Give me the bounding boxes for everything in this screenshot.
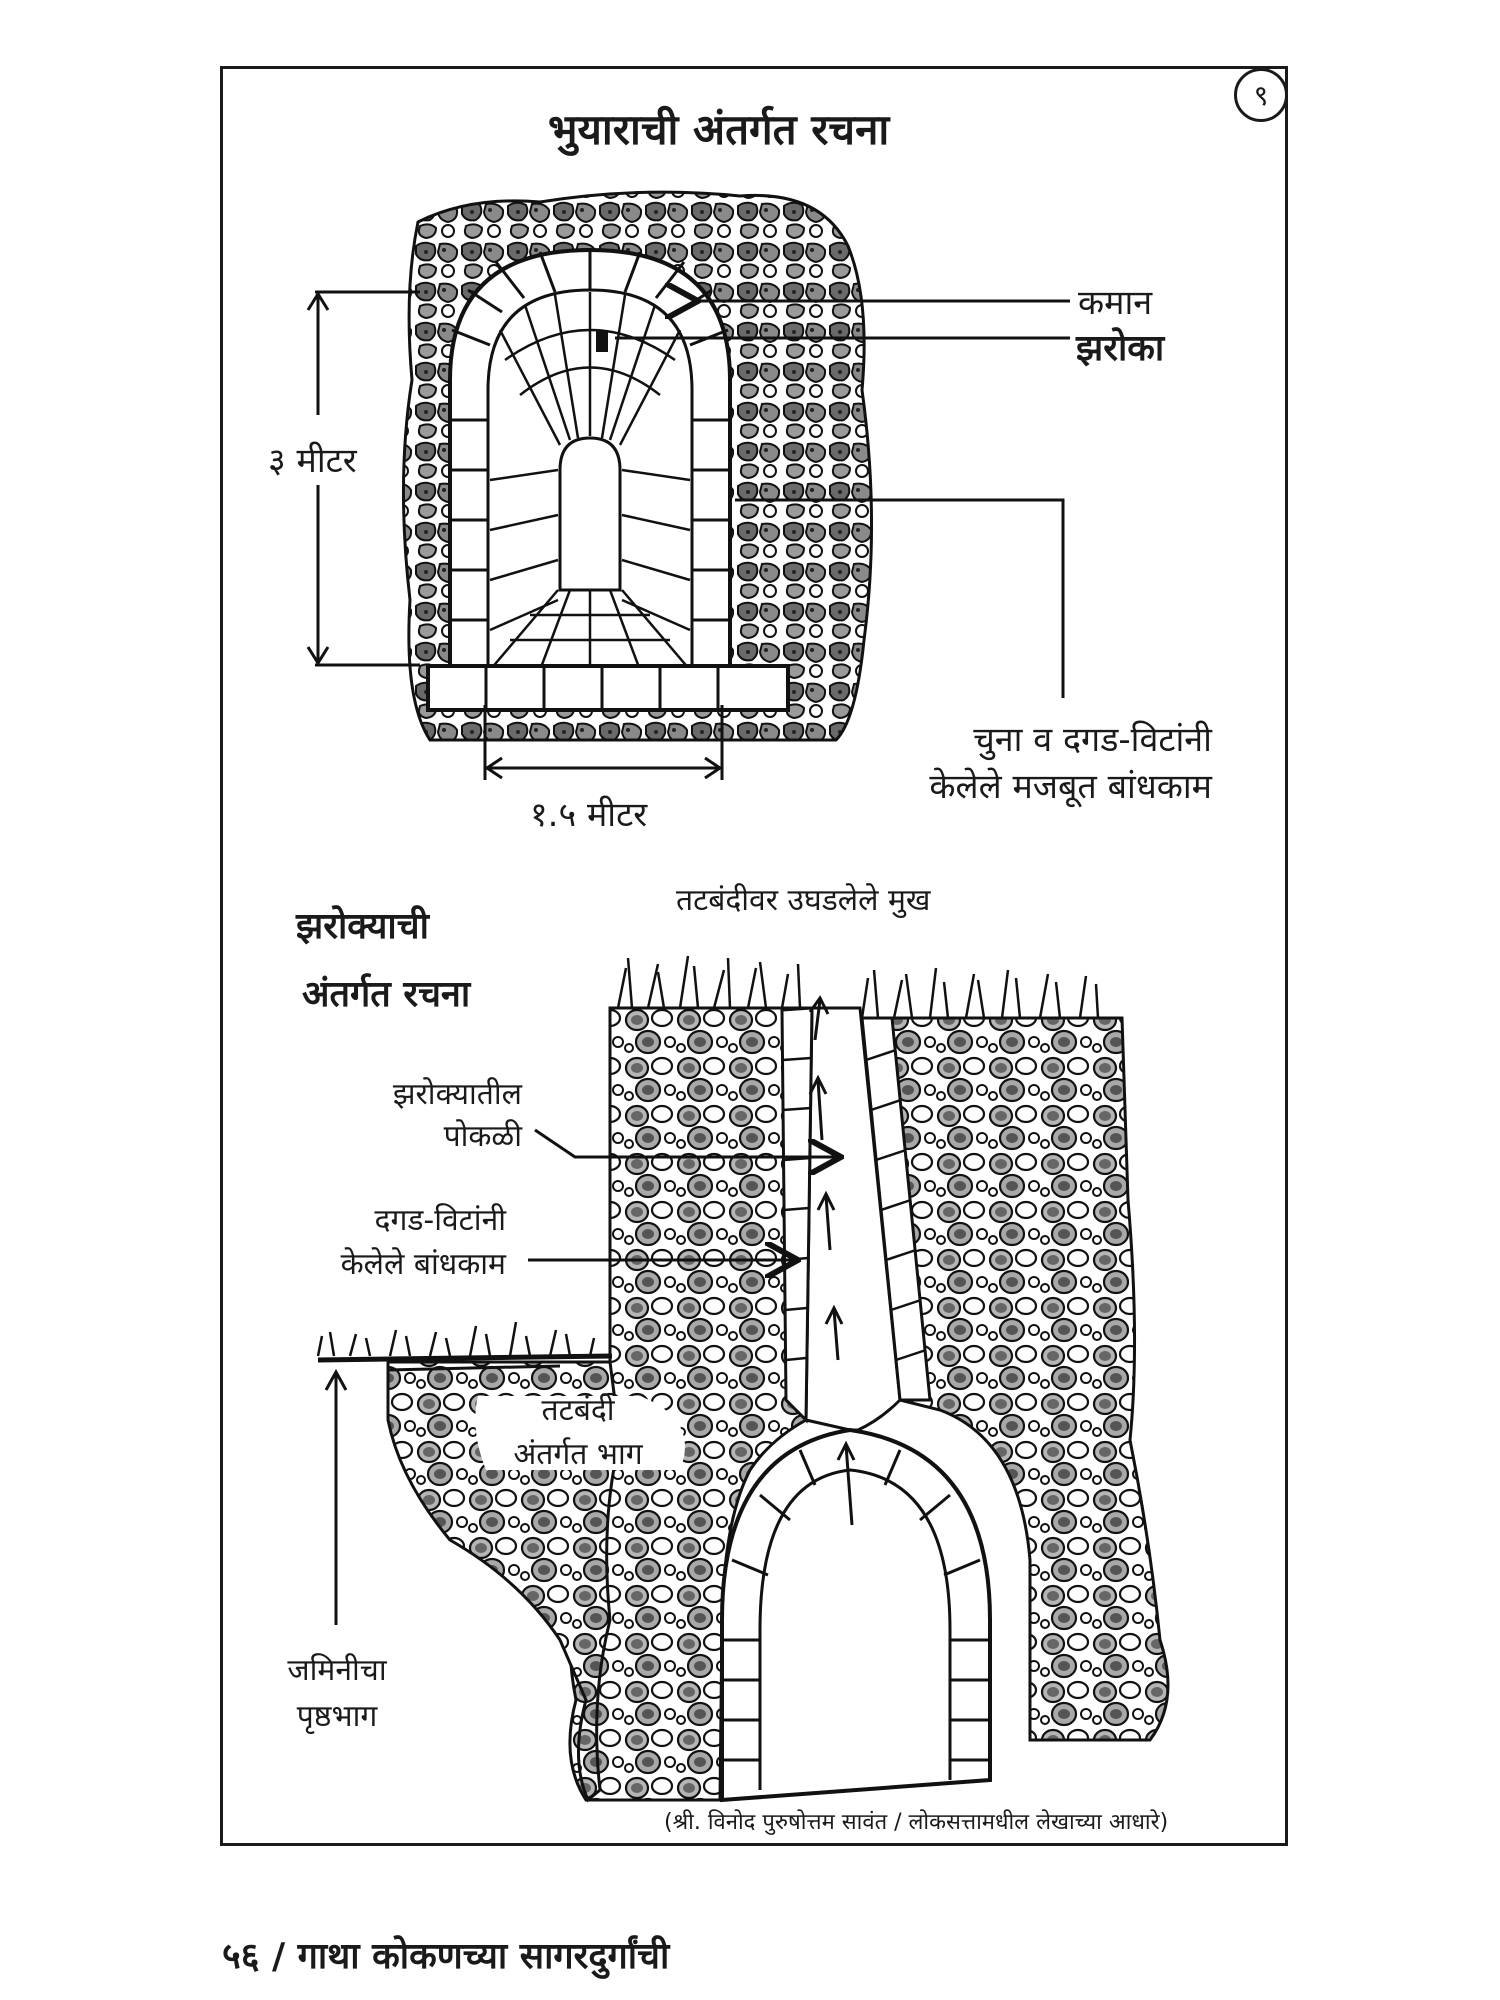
grass [316, 955, 1100, 1357]
passage [720, 1427, 992, 1803]
label-masonry-line2: केलेले मजबूत बांधकाम [929, 767, 1212, 807]
figure-frame [220, 66, 1288, 1846]
label-window: झरोका [1076, 328, 1165, 369]
label-height: ३ मीटर [268, 441, 357, 481]
window-heading-line2: अंतर्गत रचना [302, 974, 471, 1015]
airflow-arrows [808, 995, 856, 1526]
figure-number: ९ [1253, 79, 1269, 112]
label-arch: कमान [1078, 283, 1153, 323]
label-wall-line2: केलेले बांधकाम [340, 1247, 506, 1282]
rampart-interior [386, 1360, 622, 1803]
window-slot [596, 330, 608, 352]
width-dimension [483, 705, 724, 780]
arch-voussoirs [450, 250, 730, 622]
label-wall-line1: दगड-विटांनी [374, 1203, 506, 1238]
ground-arrow [324, 1368, 348, 1625]
sill [426, 664, 790, 712]
label-rampart-line2: अंतर्गत भाग [513, 1437, 643, 1472]
shaft-leader [534, 1128, 838, 1157]
figure-number-badge: ९ [1234, 68, 1288, 122]
masonry-leader [735, 498, 1065, 698]
label-opening-top: तटबंदीवर उघडलेले मुख [676, 883, 931, 918]
label-shaft-line2: पोकळी [443, 1119, 522, 1154]
label-width: १.५ मीटर [530, 795, 648, 835]
vault-bricks [489, 292, 691, 671]
label-ground-line1: जमिनीचा [287, 1653, 387, 1688]
source-credit: (श्री. विनोद पुरुषोत्तम सावंत / लोकसत्ता… [664, 1810, 1169, 1835]
page-footer: ५६ / गाथा कोकणच्या सागरदुर्गांची [222, 1936, 670, 1977]
label-rampart-line1: तटबंदी [541, 1393, 615, 1428]
label-masonry-line1: चुना व दगड-विटांनी [973, 720, 1212, 760]
right-wall [866, 1016, 1170, 1742]
rampart-label-box [475, 1396, 685, 1470]
window-heading-line1: झरोक्याची [296, 906, 429, 947]
window-shaft-drawing [316, 955, 1170, 1803]
page-title: भुयाराची अंतर्गत रचना [548, 105, 890, 154]
tunnel-drawing [306, 190, 1070, 780]
label-shaft-line1: झरोक्यातील [392, 1077, 522, 1112]
tunnel-opening [558, 436, 622, 592]
height-dimension [306, 290, 420, 667]
label-ground-line2: पृष्ठभाग [296, 1699, 378, 1734]
